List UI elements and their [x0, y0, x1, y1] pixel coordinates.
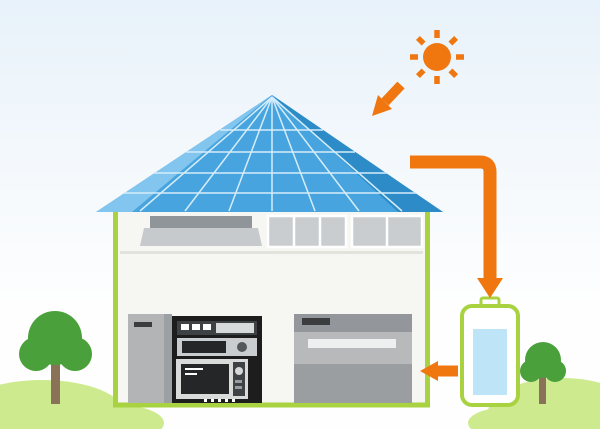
sun-core	[423, 43, 451, 71]
kitchen-range-stack	[172, 316, 262, 403]
sun-rays	[410, 30, 464, 84]
microwave-buttons	[235, 380, 242, 389]
sun-ray	[448, 35, 459, 46]
roof-shade	[272, 95, 443, 212]
sun	[410, 30, 464, 84]
microwave-door-line	[185, 368, 203, 370]
arrow-shaft	[381, 81, 405, 106]
arrow-roof-to-battery	[410, 155, 503, 298]
range-bottom-ticks	[204, 399, 235, 402]
dishwasher-handle	[302, 318, 330, 325]
arrow-battery-to-house	[420, 361, 458, 381]
range-button	[181, 324, 189, 330]
range-tick	[211, 399, 214, 402]
energy-flow-arrows	[372, 81, 503, 381]
microwave-button	[235, 386, 242, 389]
microwave-door-line	[185, 373, 197, 375]
dishwasher	[294, 314, 412, 403]
range-display	[216, 323, 254, 333]
arrow-head	[372, 95, 392, 116]
panel-grid-line	[271, 96, 403, 212]
sun-ray	[415, 68, 426, 79]
tree-right-foliage	[520, 342, 566, 382]
roof-highlight	[96, 95, 272, 212]
range-knob	[237, 342, 247, 352]
sun-ray	[448, 68, 459, 79]
bush-left-small	[72, 405, 164, 429]
tree-left-crown-side	[58, 337, 92, 371]
refrigerator-shade	[164, 314, 172, 403]
sun-ray	[415, 35, 426, 46]
bush-right-small	[468, 407, 552, 429]
solar-panel-roof	[96, 95, 443, 212]
arrow-head	[420, 361, 438, 381]
tree-right	[520, 342, 566, 404]
panel-grid-line	[271, 96, 360, 212]
range-tick	[218, 399, 221, 402]
range-tick	[232, 399, 235, 402]
tree-left	[19, 311, 92, 404]
tree-right-trunk	[539, 376, 546, 404]
range-tick	[225, 399, 228, 402]
tree-right-crown-side	[520, 360, 542, 382]
tree-left-foliage	[19, 311, 92, 371]
range-tick	[204, 399, 207, 402]
panel-grid-line	[228, 96, 273, 212]
range-screen	[182, 341, 226, 353]
range-buttons	[181, 324, 211, 330]
window-mullions	[292, 216, 389, 247]
vent-hood	[140, 228, 262, 246]
microwave-door-details	[185, 368, 203, 375]
arrow-sun-to-roof	[372, 81, 405, 116]
tree-left-crown-side	[19, 337, 53, 371]
refrigerator	[128, 314, 172, 403]
dishwasher-lower-panel	[294, 364, 412, 403]
arrow-shaft	[410, 155, 497, 280]
storage-battery	[460, 296, 520, 407]
panel-grid-line	[184, 96, 273, 212]
battery-charge-level	[473, 329, 507, 395]
range-button	[203, 324, 211, 330]
panel-grid-line	[271, 96, 316, 212]
microwave-knob	[235, 367, 243, 375]
dishwasher-slot	[308, 339, 396, 348]
arrow-head	[477, 278, 503, 298]
roof-main	[96, 95, 443, 212]
range-button	[192, 324, 200, 330]
solar-panel-grid	[124, 96, 416, 212]
upper-window-left	[266, 214, 348, 249]
refrigerator-handle	[134, 322, 152, 327]
tree-right-crown-side	[544, 360, 566, 382]
vent-hood-top	[150, 216, 252, 228]
microwave-button	[235, 380, 242, 383]
floor-divider	[120, 251, 423, 254]
tree-left-trunk	[51, 362, 60, 404]
panel-grid-line	[139, 96, 273, 212]
